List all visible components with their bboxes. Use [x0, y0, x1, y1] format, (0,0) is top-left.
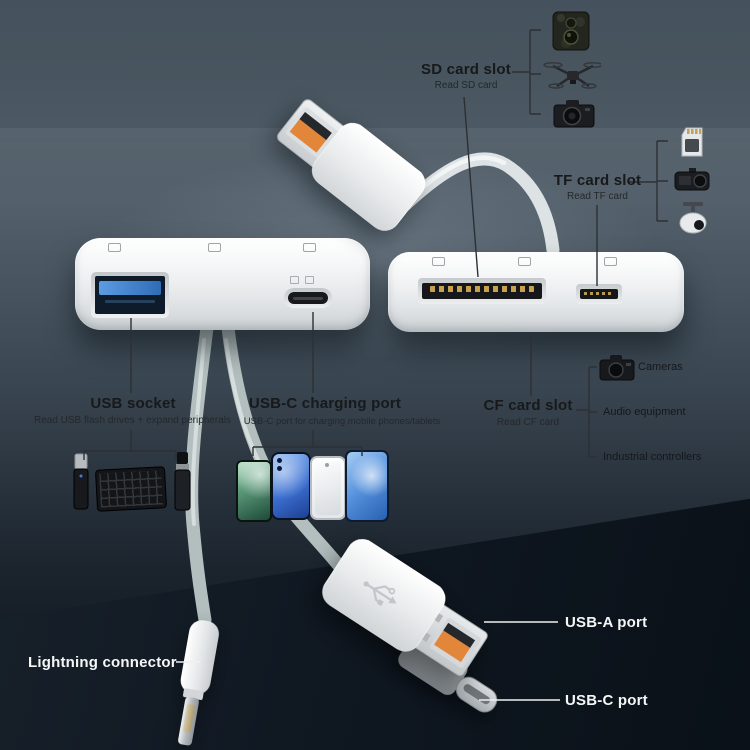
tf-icons-bracket — [628, 140, 668, 222]
phone-mark — [305, 276, 314, 284]
usb-a-socket — [91, 272, 169, 318]
hub-adapter-device — [75, 238, 370, 330]
usb-c-socket-cavity — [288, 292, 328, 304]
sd-icons-bracket — [512, 29, 541, 115]
tf-slot-label: TF card slot — [553, 172, 642, 189]
cf-items-bracket — [576, 366, 597, 458]
usb-socket-sublabel: Read USB flash drives + expand periphera… — [33, 415, 232, 426]
charge-bolt-mark — [290, 276, 299, 284]
engraving-cf-icon — [518, 257, 531, 266]
engraving-hub-icon — [208, 243, 221, 252]
usb-c-port-label: USB-C port — [565, 692, 648, 709]
usb-socket-icons-bracket — [83, 430, 177, 460]
usb-a-socket-contact — [105, 300, 155, 303]
usb-a-connector-bottom — [315, 531, 501, 691]
dslr-camera-icon — [553, 100, 595, 128]
trail-camera-icon — [552, 11, 590, 51]
usb-flash-drive-2-icon — [174, 452, 191, 511]
cf-item-audio: Audio equipment — [603, 406, 686, 418]
phone-camera-dots — [277, 458, 282, 463]
wall-table-edge — [0, 128, 750, 130]
usb-trident-icon — [363, 581, 397, 607]
usb-flash-drive-icon — [73, 453, 89, 510]
usb-a-socket-tongue — [99, 281, 161, 295]
tf-slot-sublabel: Read TF card — [567, 191, 628, 202]
usb-c-charge-sublabel: USB-C port for charging mobile phones/ta… — [243, 416, 441, 427]
micro-sd-card-icon — [681, 127, 703, 157]
tf-slot-opening — [580, 289, 618, 299]
tf-slot-pins — [584, 292, 614, 295]
usb-c-socket — [284, 288, 332, 308]
sd-slot-opening — [422, 283, 542, 299]
usb-c-icons-bracket — [252, 430, 363, 456]
engraving-tf-icon — [604, 257, 617, 266]
sd-slot-label: SD card slot — [421, 61, 511, 78]
tf-card-slot — [576, 284, 622, 304]
cf-item-cameras: Cameras — [638, 361, 683, 373]
sd-slot-pins — [430, 286, 534, 292]
engraving-sd-icon — [432, 257, 445, 266]
tablet-blue-icon — [345, 450, 389, 522]
sd-slot-sublabel: Read SD card — [434, 80, 498, 91]
drone-icon — [543, 62, 601, 89]
sd-card-slot — [418, 278, 546, 304]
cf-item-industrial: Industrial controllers — [603, 451, 702, 463]
lightning-label: Lightning connector — [28, 654, 177, 671]
usb-a-socket-cavity — [95, 276, 165, 314]
usb-c-socket-tongue — [293, 296, 323, 300]
usb-a-port-label: USB-A port — [565, 614, 648, 631]
camera-small-icon — [599, 355, 635, 381]
sd-callout-line — [463, 96, 479, 278]
usb-a-bottom-body — [316, 532, 452, 658]
usb-c-charge-label: USB-C charging port — [248, 395, 402, 412]
card-reader-device — [388, 252, 684, 332]
engraving-usb-icon — [108, 243, 121, 252]
cctv-camera-icon — [679, 202, 707, 234]
phone-notch-dot — [325, 463, 329, 467]
lightning-cable-sheen — [190, 338, 206, 526]
cf-slot-label: CF card slot — [483, 397, 573, 414]
phone-screen — [315, 461, 341, 515]
usb-socket-label: USB socket — [90, 395, 176, 412]
dash-cam-icon — [674, 168, 710, 191]
engraving-pd-icon — [303, 243, 316, 252]
cf-slot-sublabel: Read CF card — [496, 417, 560, 428]
